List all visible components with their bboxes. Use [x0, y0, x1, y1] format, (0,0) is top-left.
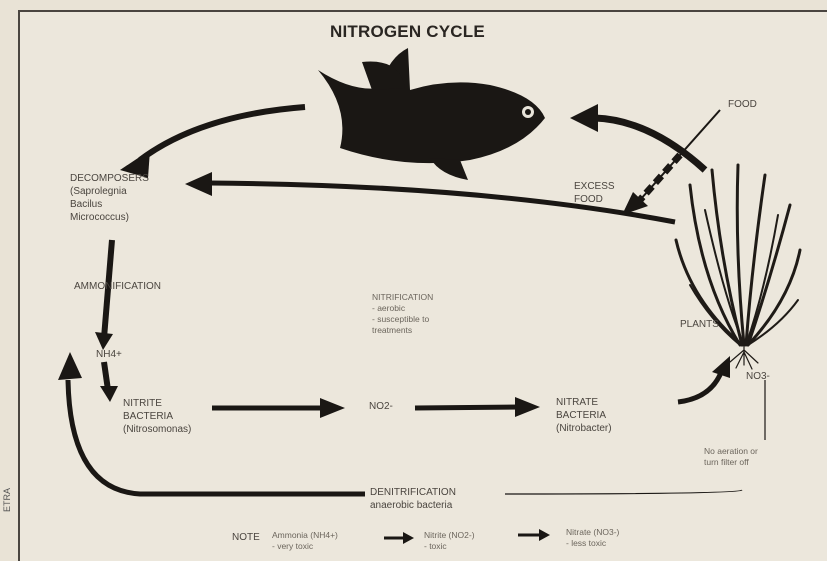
fish-illustration	[318, 48, 545, 180]
label-nh4: NH4+	[96, 348, 122, 361]
note-nitrite: Nitrite (NO2-) - toxic	[424, 530, 475, 552]
label-nitrification: NITRIFICATION - aerobic - susceptible to…	[372, 292, 433, 336]
label-no3-plant: NO3-	[746, 370, 770, 383]
note-label: NOTE	[232, 531, 260, 544]
label-nitrite-bacteria: NITRITE BACTERIA (Nitrosomonas)	[123, 397, 191, 436]
label-food: FOOD	[728, 98, 757, 111]
label-no2-middle: NO2-	[369, 400, 393, 413]
label-plants: PLANTS	[680, 318, 719, 331]
label-no-aeration: No aeration or turn filter off	[704, 446, 758, 468]
note-nitrate: Nitrate (NO3-) - less toxic	[566, 527, 619, 549]
note-ammonia: Ammonia (NH4+) - very toxic	[272, 530, 338, 552]
plant-illustration	[676, 165, 800, 369]
label-nitrate-bacteria: NITRATE BACTERIA (Nitrobacter)	[556, 396, 612, 435]
label-excess-food: EXCESS FOOD	[574, 180, 615, 206]
label-denitrification: DENITRIFICATION anaerobic bacteria	[370, 486, 456, 512]
label-decomposers: DECOMPOSERS (Saprolegnia Bacilus Microco…	[70, 172, 149, 224]
label-ammonification: AMMONIFICATION	[74, 280, 161, 293]
